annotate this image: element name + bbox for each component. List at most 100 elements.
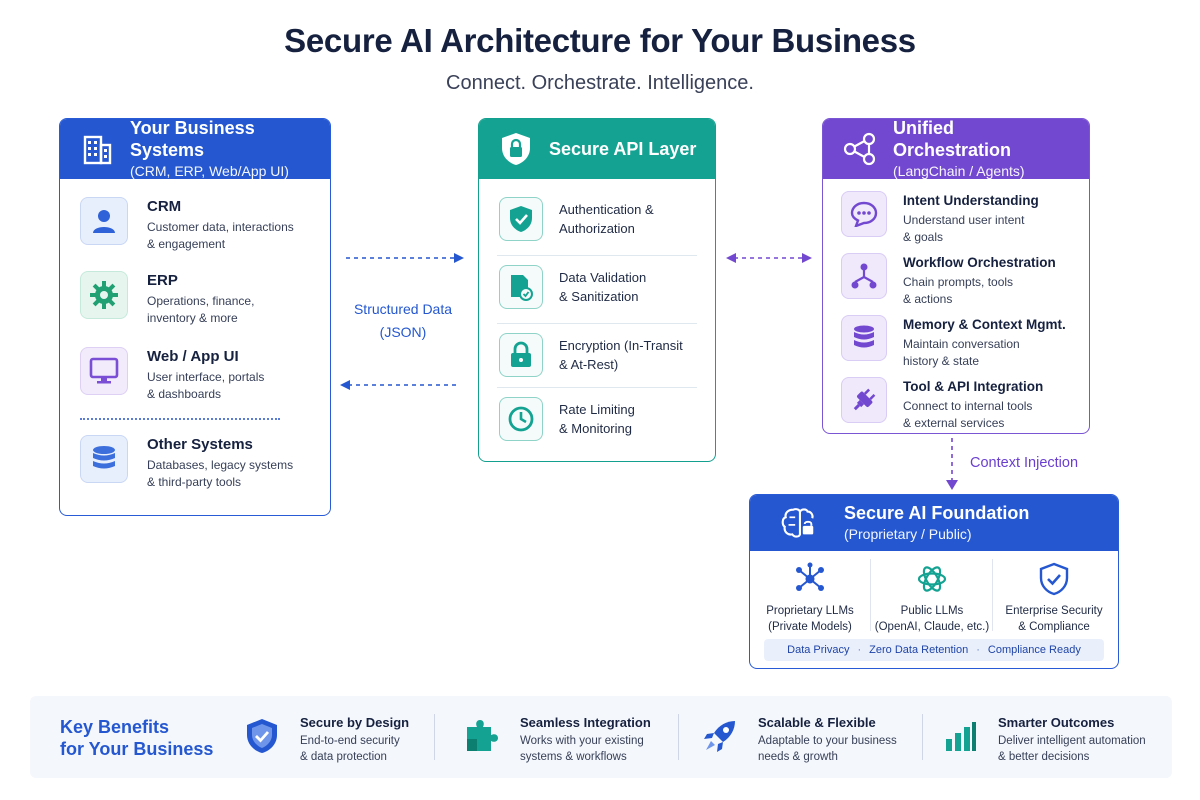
ai-foundation-header: Secure AI Foundation (Proprietary / Publ… [750,495,1118,551]
tag-zero-retention: Zero Data Retention [869,644,969,656]
plug-icon [841,377,887,423]
benefit-scalable-desc-2: needs & growth [758,751,838,763]
building-icon [78,130,116,168]
page-subtitle: Connect. Orchestrate. Intelligence. [446,72,754,94]
encryption-line-1: Encryption (In-Transit [559,338,683,353]
business-systems-panel: Your Business Systems (CRM, ERP, Web/App… [59,118,331,516]
ai-foundation-panel: Secure AI Foundation (Proprietary / Publ… [749,494,1119,669]
crm-item: CRM Customer data, interactions& engagem… [80,197,320,253]
divider [434,714,435,760]
divider [992,559,993,631]
web-app-title: Web / App UI [147,348,239,365]
bar-chart-icon [940,716,980,756]
benefit-scalable-desc-1: Adaptable to your business [758,735,897,747]
web-app-desc-1: User interface, portals [147,370,265,384]
orchestration-title: Unified Orchestration [893,118,1012,160]
orchestration-header: Unified Orchestration (LangChain / Agent… [823,119,1089,179]
workflow-title: Workflow Orchestration [903,255,1056,270]
user-icon [80,197,128,245]
erp-title: ERP [147,272,178,289]
benefit-integration-desc-1: Works with your existing [520,735,644,747]
benefit-secure-desc-2: & data protection [300,751,387,763]
auth-line-1: Authentication & [559,202,654,217]
workflow-icon [841,253,887,299]
document-check-icon [499,265,543,309]
divider [678,714,679,760]
tool-integration-item: Tool & API Integration Connect to intern… [841,377,1081,432]
other-systems-item: Other Systems Databases, legacy systems &… [80,435,320,491]
orchestration-subtitle: (LangChain / Agents) [893,163,1025,179]
rocket-icon [700,716,740,756]
other-systems-title: Other Systems [147,436,253,453]
rate-limiting-item: Rate Limiting& Monitoring [499,397,699,441]
workflow-desc-2: & actions [903,292,953,306]
key-benefits-bar: Key Benefits for Your Business Secure by… [30,696,1172,778]
tool-integration-desc-1: Connect to internal tools [903,399,1033,413]
proprietary-line-1: Proprietary LLMs [766,605,854,617]
monitor-icon [80,347,128,395]
chat-icon [841,191,887,237]
tool-integration-desc-2: & external services [903,416,1005,430]
clock-icon [499,397,543,441]
divider [497,255,697,256]
puzzle-icon [462,716,502,756]
divider [922,714,923,760]
business-systems-title: Your Business Systems [130,118,255,160]
encryption-line-2: & At-Rest) [559,357,619,372]
benefit-integration: Seamless Integration Works with your exi… [462,714,651,765]
foundation-tags: Data Privacy · Zero Data Retention · Com… [764,639,1104,661]
intent-title: Intent Understanding [903,193,1039,208]
page-title: Secure AI Architecture for Your Business [284,22,916,59]
key-benefits-title-2: for Your Business [60,739,214,759]
erp-desc-1: Operations, finance, [147,294,255,308]
workflow-desc-1: Chain prompts, tools [903,275,1014,289]
benefit-outcomes-desc-1: Deliver intelligent automation [998,735,1146,747]
benefit-secure-desc-1: End-to-end security [300,735,400,747]
crm-title: CRM [147,198,182,215]
benefit-secure-title: Secure by Design [300,715,410,730]
database-icon [841,315,887,361]
shield-lock-icon [497,130,535,168]
rate-limiting-line-1: Rate Limiting [559,402,635,417]
structured-data-label: Structured Data (JSON) [344,298,462,344]
public-line-2: (OpenAI, Claude, etc.) [874,621,990,633]
web-app-desc-2: & dashboards [147,387,222,401]
tag-data-privacy: Data Privacy [787,644,850,656]
intent-item: Intent Understanding Understand user int… [841,191,1081,246]
divider [497,387,697,388]
ai-foundation-subtitle: (Proprietary / Public) [844,526,972,542]
gear-icon [80,271,128,319]
api-layer-title: Secure API Layer [549,139,697,159]
lock-icon [499,333,543,377]
public-llms: Public LLMs (OpenAI, Claude, etc.) [872,561,992,635]
proprietary-line-2: (Private Models) [768,621,852,633]
orchestration-arrow [726,253,812,263]
openai-icon [872,561,992,597]
memory-desc-1: Maintain conversation [903,337,1020,351]
other-systems-desc-1: Databases, legacy systems [147,458,294,472]
tool-integration-title: Tool & API Integration [903,379,1044,394]
shield-check-icon [994,561,1114,597]
benefit-integration-title: Seamless Integration [520,715,651,730]
enterprise-security: Enterprise Security& Compliance [994,561,1114,635]
enterprise-line-2: & Compliance [1018,621,1090,633]
shield-check-icon [499,197,543,241]
public-line-1: Public LLMs [900,605,964,617]
other-systems-desc-2: & third-party tools [147,475,242,489]
divider [497,323,697,324]
erp-desc-2: inventory & more [147,311,238,325]
auth-item: Authentication &Authorization [499,197,699,241]
database-icon [80,435,128,483]
context-injection-arrow [946,438,958,490]
proprietary-llms: Proprietary LLMs (Private Models) [750,561,870,635]
business-systems-subtitle: (CRM, ERP, Web/App UI) [130,163,289,179]
intent-desc-2: & goals [903,230,944,244]
intent-desc-1: Understand user intent [903,213,1025,227]
dotted-divider [80,418,280,420]
brain-lock-icon [780,504,818,542]
encryption-item: Encryption (In-Transit & At-Rest) [499,333,699,377]
benefit-outcomes-desc-2: & better decisions [998,751,1090,763]
structured-data-line-2: (JSON) [379,324,427,340]
memory-item: Memory & Context Mgmt. Maintain conversa… [841,315,1081,370]
tag-compliance-ready: Compliance Ready [987,644,1081,656]
